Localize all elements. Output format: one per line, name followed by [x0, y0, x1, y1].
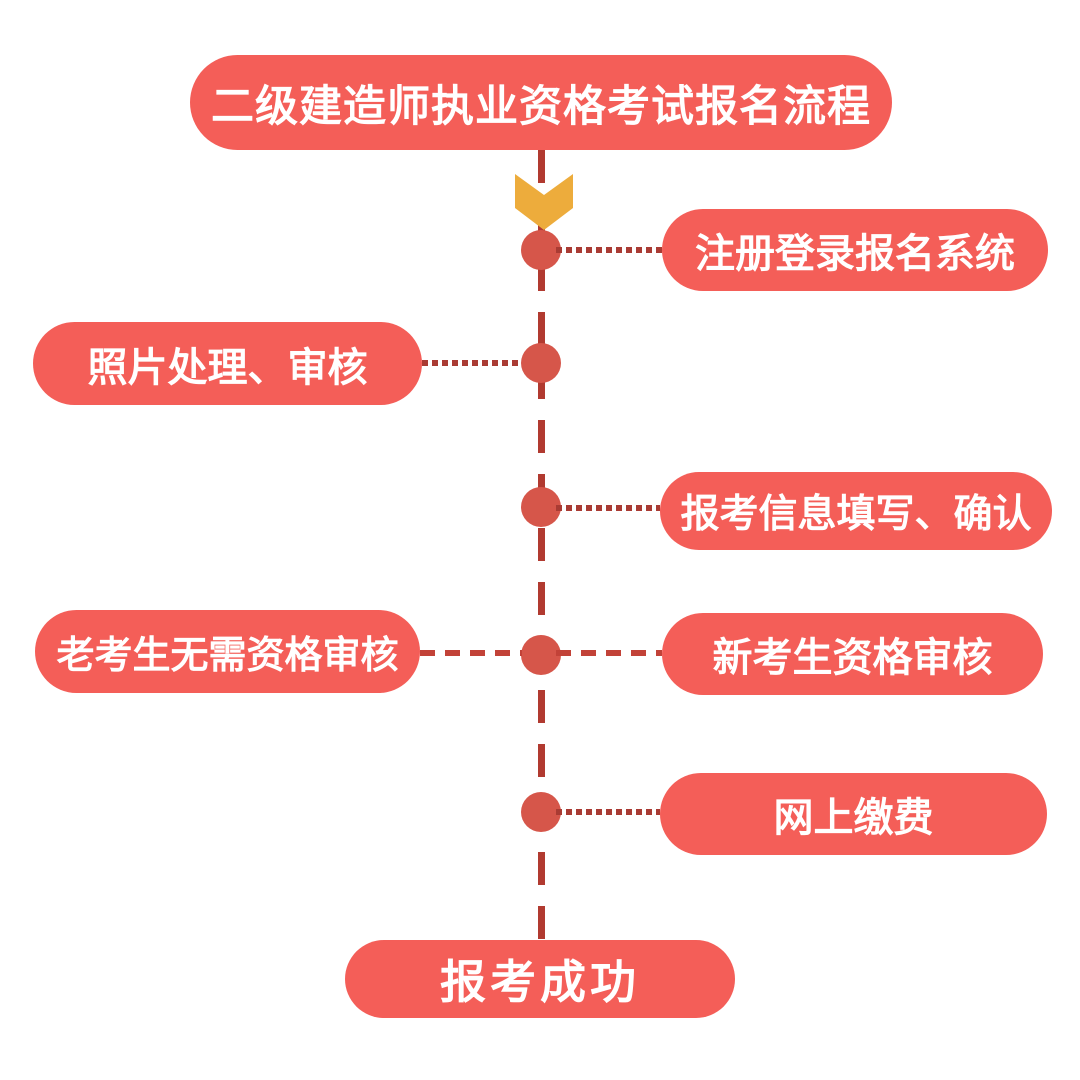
- step-pill-photo-review: 照片处理、审核: [33, 322, 422, 405]
- flow-node-dot-1: [521, 230, 561, 270]
- step-pill-old-candidate: 老考生无需资格审核: [35, 610, 420, 693]
- step-pill-info-fill-confirm: 报考信息填写、确认: [660, 472, 1052, 550]
- flow-title: 二级建造师执业资格考试报名流程: [190, 55, 892, 150]
- flow-spine-dashed-line: [538, 150, 545, 940]
- flow-node-dot-3: [521, 487, 561, 527]
- step-pill-success: 报考成功: [345, 940, 735, 1018]
- connector-new-candidate: [556, 650, 662, 656]
- flow-node-dot-2: [521, 343, 561, 383]
- step-pill-online-payment: 网上缴费: [660, 773, 1047, 855]
- connector-online-payment: [556, 809, 660, 815]
- connector-old-candidate: [420, 650, 522, 656]
- flow-node-dot-5: [521, 792, 561, 832]
- chevron-down-shape: [515, 174, 573, 230]
- step-pill-new-candidate: 新考生资格审核: [662, 613, 1043, 695]
- connector-register-login: [556, 247, 662, 253]
- chevron-down-icon: [515, 174, 573, 230]
- flow-node-dot-4: [521, 635, 561, 675]
- connector-photo-review: [422, 360, 522, 366]
- step-pill-register-login: 注册登录报名系统: [662, 209, 1048, 291]
- connector-info-fill-confirm: [556, 505, 660, 511]
